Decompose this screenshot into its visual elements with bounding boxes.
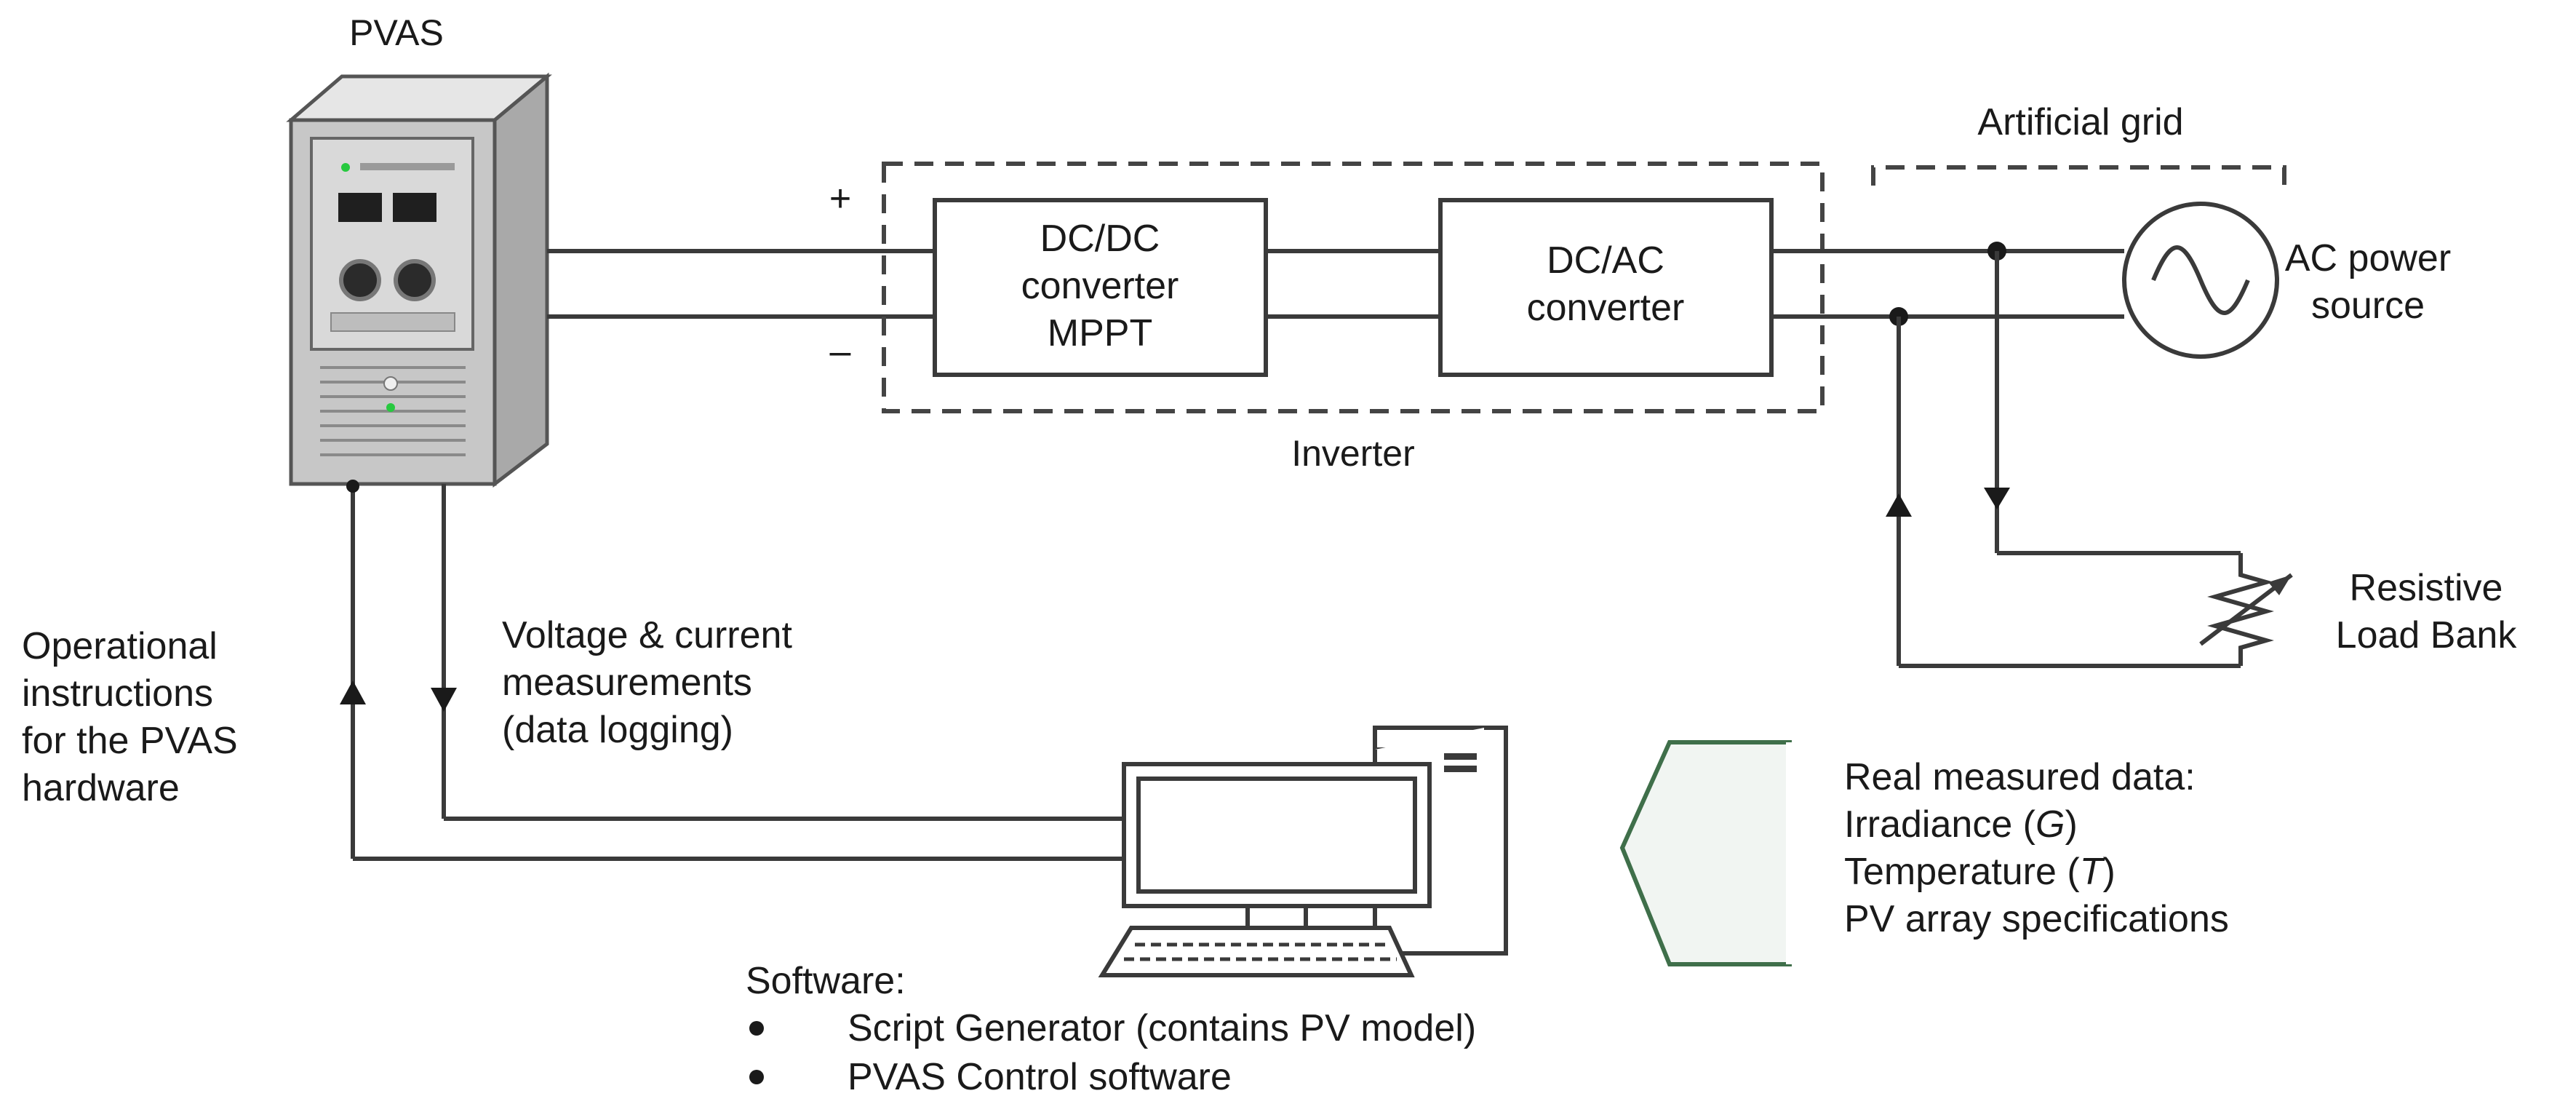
bullet-icon: [749, 1021, 764, 1036]
dcdc-line-2: converter: [1021, 265, 1179, 307]
operational-line-4: hardware: [22, 767, 180, 809]
inverter-boundary: [882, 162, 1825, 413]
pvas-label: PVAS: [349, 12, 444, 53]
measurement-line-2: measurements: [502, 662, 752, 704]
real-data-temperature: Temperature (T): [1844, 851, 2116, 893]
pvas-cabinet: [286, 72, 552, 488]
bullet-icon: [749, 1070, 764, 1084]
artificial-grid-label: Artificial grid: [1977, 101, 2183, 143]
temperature-symbol: T: [2080, 851, 2105, 893]
operational-line-3: for the PVAS: [22, 720, 238, 762]
real-data-irradiance: Irradiance (G): [1844, 803, 2078, 846]
software-item-script-generator: Script Generator (contains PV model): [848, 1007, 1476, 1049]
irradiance-close: ): [2065, 803, 2077, 846]
load-bank-line-1: Resistive: [2350, 567, 2503, 609]
dcdc-line-3: MPPT: [1048, 312, 1152, 354]
down-arrow-icon: [431, 688, 457, 712]
computer-icon: [1098, 726, 1508, 977]
measurement-line-1: Voltage & current: [502, 614, 792, 656]
ac-power-source-icon: [2122, 202, 2279, 359]
instructions-terminal: [346, 480, 359, 493]
artificial-grid-boundary: [1871, 165, 2286, 186]
ac-source-line-1: AC power: [2285, 237, 2451, 279]
operational-line-2: instructions: [22, 672, 213, 715]
irradiance-symbol: G: [2035, 803, 2065, 846]
variable-resistor-icon: [2199, 553, 2293, 666]
temperature-text: Temperature (: [1844, 851, 2080, 893]
down-arrow-icon: [1984, 488, 2010, 509]
software-title: Software:: [746, 960, 906, 1002]
software-item-pvas-control: PVAS Control software: [848, 1056, 1232, 1098]
operational-line-1: Operational: [22, 625, 218, 667]
ac-source-line-2: source: [2311, 285, 2425, 327]
real-data-title: Real measured data:: [1844, 756, 2196, 798]
dc-minus-sign: –: [830, 330, 851, 373]
dcac-line-1: DC/AC: [1547, 239, 1664, 282]
irradiance-text: Irradiance (: [1844, 803, 2036, 846]
dcdc-line-1: DC/DC: [1040, 218, 1160, 260]
dcac-line-2: converter: [1527, 287, 1685, 329]
up-arrow-icon: [1886, 493, 1912, 517]
temperature-close: ): [2102, 851, 2115, 893]
dcdc-converter-box: [933, 198, 1268, 377]
data-input-arrow-icon: [1619, 740, 1792, 966]
load-bank-line-2: Load Bank: [2336, 614, 2518, 656]
dc-plus-sign: +: [829, 178, 851, 220]
measurement-line-3: (data logging): [502, 709, 733, 751]
dcac-converter-box: [1438, 198, 1774, 377]
inverter-label: Inverter: [1291, 433, 1415, 474]
up-arrow-icon: [340, 680, 366, 704]
real-data-pv-spec: PV array specifications: [1844, 898, 2229, 940]
